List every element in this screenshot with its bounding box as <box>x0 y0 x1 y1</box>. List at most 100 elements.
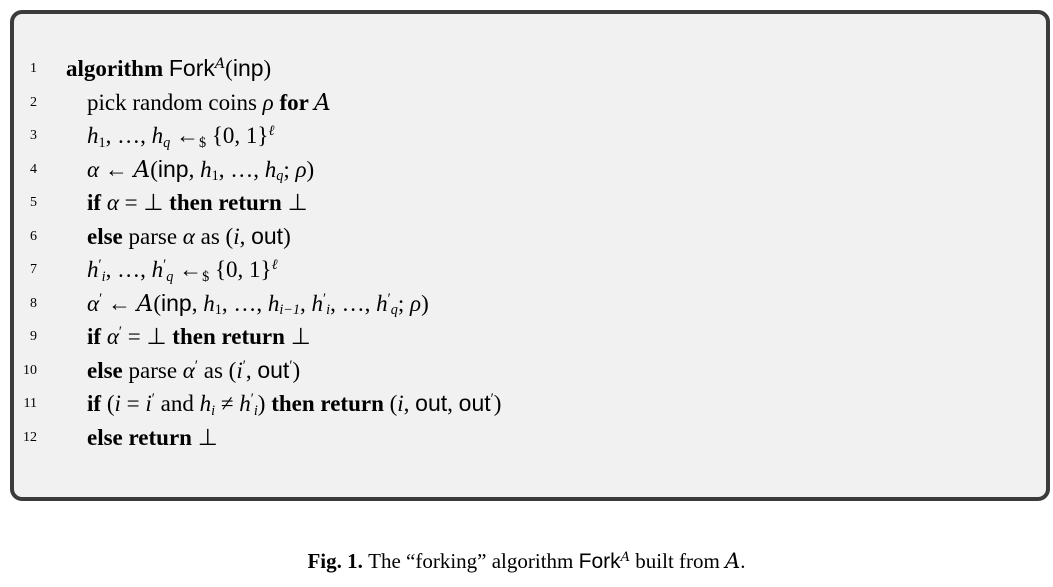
code-segment: and <box>154 391 200 416</box>
code-text: pick random coins ρ for A <box>87 86 331 120</box>
code-segment: , <box>188 156 201 182</box>
code-segment: i−1 <box>279 302 301 319</box>
code-segment: , …, <box>218 156 265 182</box>
code-segment: for <box>273 89 315 115</box>
code-text: algorithm ForkA(inp) <box>66 52 271 86</box>
line-number: 8 <box>30 295 37 311</box>
code-segment: ′ <box>99 290 103 307</box>
code-segment: ρ <box>262 89 274 115</box>
code-segment: A <box>314 89 331 116</box>
code-segment: , <box>300 290 312 316</box>
code-text: α′ ← A(inp, h1, …, hi−1, h′i, …, h′q; ρ) <box>87 287 429 321</box>
code-segment: else <box>87 357 129 383</box>
code-segment: ) <box>421 290 429 316</box>
code-segment: h <box>87 123 99 148</box>
code-line: 1 algorithm ForkA(inp) <box>14 52 1046 86</box>
code-segment: else return <box>87 424 198 450</box>
code-segment: ℓ <box>268 123 275 140</box>
code-segment: α <box>106 190 119 215</box>
code-segment: if <box>87 391 107 416</box>
code-segment: Fig. 1. <box>307 549 369 573</box>
code-segment: ⊥ <box>197 424 218 450</box>
code-segment: A <box>214 56 226 73</box>
code-segment: Fork <box>578 550 621 573</box>
code-segment: , <box>447 391 459 416</box>
line-number: 3 <box>30 128 37 143</box>
code-segment: ; <box>283 156 296 182</box>
line-number: 12 <box>23 429 37 445</box>
code-segment: i <box>236 357 243 383</box>
code-text: else parse α′ as (i′, out′) <box>87 354 300 388</box>
code-segment: q <box>163 134 171 151</box>
code-segment: out <box>257 356 290 383</box>
code-text: h′i, …, h′q ←$ {0, 1}ℓ <box>87 253 278 287</box>
code-segment: = ⊥ <box>122 324 173 349</box>
code-segment: , <box>245 357 258 383</box>
code-line: 12 else return ⊥ <box>14 421 1046 455</box>
code-segment: h <box>87 257 99 282</box>
code-segment: q <box>276 168 284 185</box>
algorithm-box: 1 algorithm ForkA(inp) 2 pick random coins … <box>10 10 1050 501</box>
line-number: 2 <box>30 94 37 110</box>
code-segment: ρ <box>295 156 307 182</box>
code-segment: h <box>239 391 251 416</box>
line-number: 11 <box>23 396 37 411</box>
code-segment: , …, <box>330 290 377 316</box>
code-line: 2 pick random coins ρ for A <box>14 86 1046 120</box>
code-segment: The “forking” algorithm <box>368 549 579 573</box>
code-segment: $ <box>202 268 210 285</box>
code-segment: ≠ <box>215 391 240 416</box>
code-segment: h <box>203 290 215 316</box>
code-segment: , <box>403 391 416 416</box>
line-number: 1 <box>30 61 37 76</box>
code-segment: then return <box>169 190 288 215</box>
code-segment: i <box>101 268 106 285</box>
code-segment: h <box>376 290 388 316</box>
code-segment: α <box>87 156 100 182</box>
code-segment: {0, 1} <box>206 123 269 148</box>
code-segment: α <box>182 357 195 383</box>
code-text: h1, …, hq ←$ {0, 1}ℓ <box>87 119 274 153</box>
code-segment: else <box>87 223 129 249</box>
code-segment: i <box>397 391 404 416</box>
code-segment: i <box>233 223 240 249</box>
code-segment: ) <box>306 156 315 182</box>
code-segment: ′ <box>118 324 123 341</box>
code-segment: ( <box>150 156 158 182</box>
code-segment: ( <box>389 391 398 416</box>
code-segment: $ <box>199 134 207 151</box>
code-segment: , …, <box>221 290 268 316</box>
code-segment: out <box>251 222 284 249</box>
code-segment: ′ <box>289 357 293 374</box>
code-segment: inp <box>157 155 189 182</box>
code-segment: pick random coins <box>87 89 263 115</box>
code-segment: i <box>211 402 216 419</box>
code-segment: A <box>620 549 631 565</box>
code-segment: , <box>239 223 252 249</box>
code-segment: α <box>182 223 195 249</box>
code-segment: out <box>458 390 491 416</box>
code-segment: ′ <box>151 391 155 408</box>
figure-caption: Fig. 1. The “forking” algorithm ForkA bu… <box>0 546 1053 580</box>
code-text: α ← A(inp, h1, …, hq; ρ) <box>87 153 314 187</box>
line-number: 5 <box>30 195 37 210</box>
line-number: 6 <box>30 228 37 244</box>
code-segment: ℓ <box>271 257 278 274</box>
code-segment: if <box>87 190 107 215</box>
code-segment: ← <box>170 123 199 148</box>
code-segment: ′ <box>98 257 102 274</box>
code-segment: then return <box>271 391 390 416</box>
code-text: if α′ = ⊥ then return ⊥ <box>87 320 311 354</box>
code-segment: q <box>166 268 174 285</box>
code-segment: ← <box>102 290 137 316</box>
code-segment: α <box>106 324 119 349</box>
code-segment: ′ <box>250 391 254 408</box>
